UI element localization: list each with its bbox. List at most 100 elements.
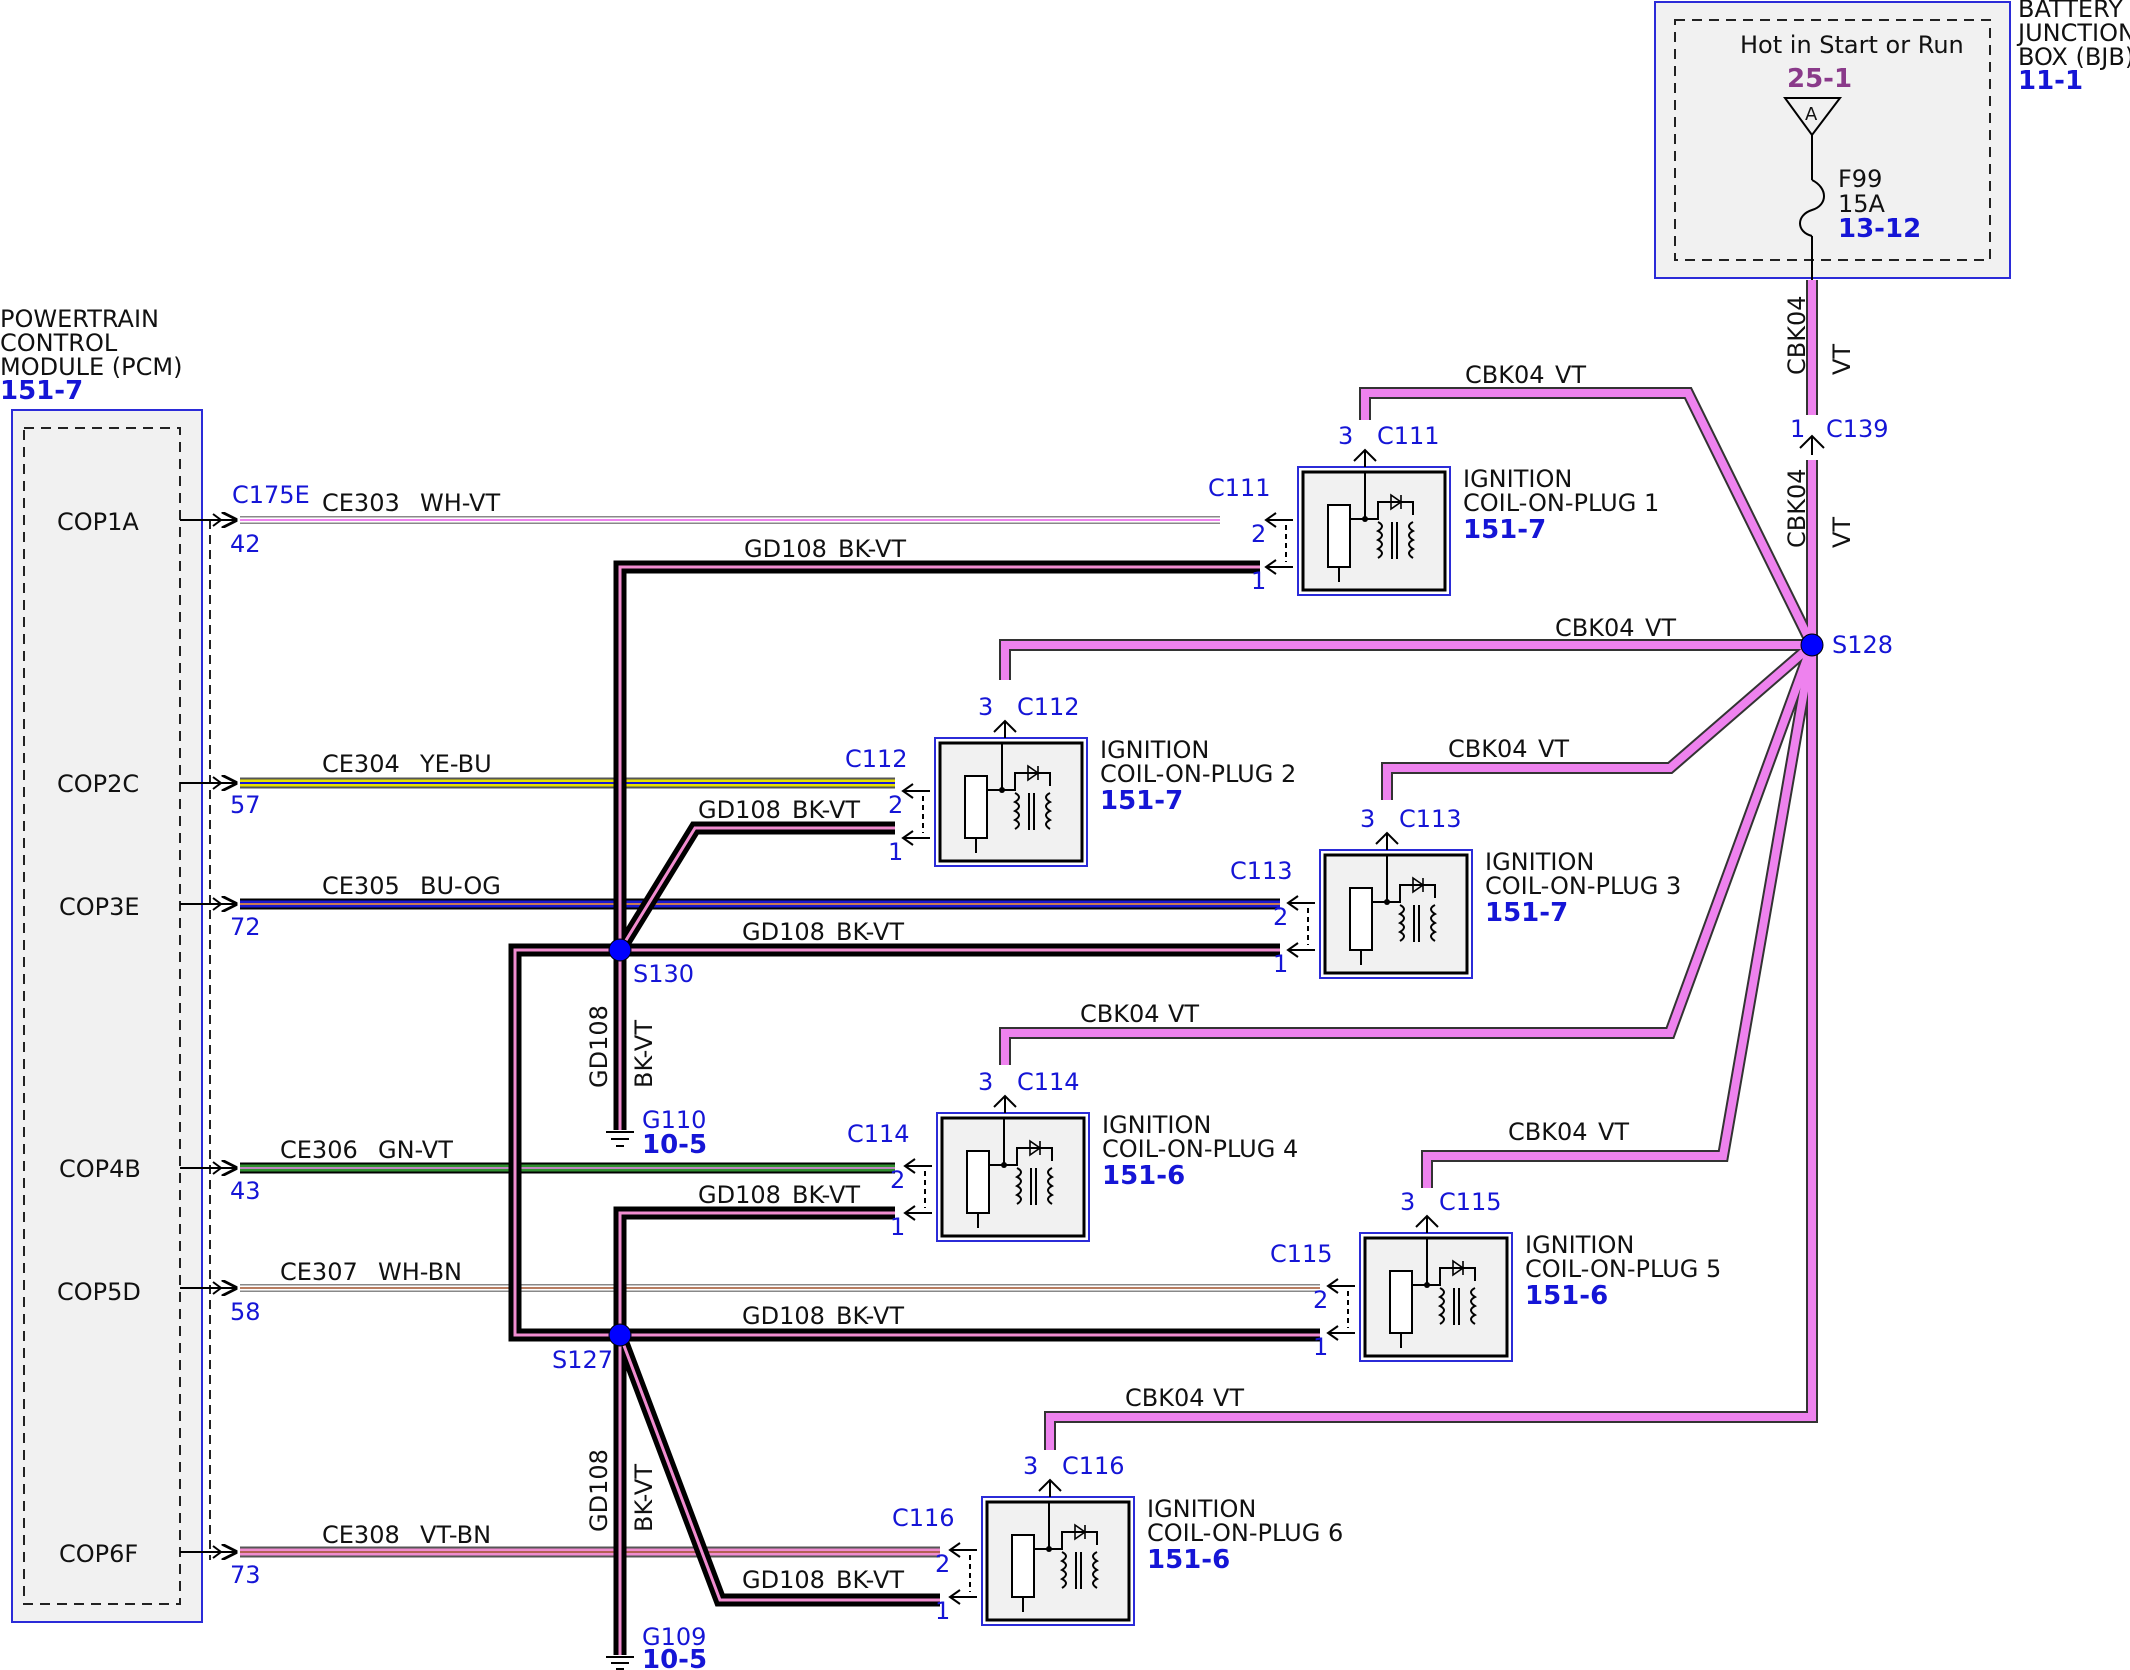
coil-pin-2: 2 xyxy=(935,1550,950,1578)
coil-pin-2: 2 xyxy=(1273,903,1288,931)
ce303-pin: 42 xyxy=(230,530,261,558)
bkvt-label-4: BK-VT xyxy=(792,1181,860,1209)
g110-ref: 10-5 xyxy=(642,1130,707,1160)
coil-connector-top: C112 xyxy=(1017,693,1080,721)
ce304-label: CE304 xyxy=(322,750,400,778)
bjb-hot-text: Hot in Start or Run xyxy=(1740,31,1964,59)
pcm-pin-cop4b: COP4B xyxy=(59,1155,141,1183)
coil-diode-icon xyxy=(1074,1523,1087,1541)
cbk04-vertical-label-2: CBK04 xyxy=(1783,469,1811,549)
ground-g109-icon xyxy=(606,1656,634,1670)
coil-label-line2: COIL-ON-PLUG 3 xyxy=(1485,872,1681,900)
pcm-pin-arrows xyxy=(180,514,236,1558)
coil-pin-2: 2 xyxy=(1313,1286,1328,1314)
ce306-label: CE306 xyxy=(280,1136,358,1164)
coil-label-line1: IGNITION xyxy=(1525,1231,1634,1259)
cbk04-label-c2: CBK04 xyxy=(1555,614,1635,642)
splice-s128 xyxy=(1800,633,1824,657)
bkvt-label-6: BK-VT xyxy=(836,1566,904,1594)
coil-primary-icon xyxy=(1012,792,1020,830)
ce306-color: GN-VT xyxy=(378,1136,453,1164)
fuse-rating: 15A xyxy=(1838,190,1886,218)
gd108-label-3: GD108 xyxy=(742,918,825,946)
gd108-label-1: GD108 xyxy=(744,535,827,563)
coil-secondary-icon xyxy=(1047,1167,1055,1205)
ce308-color: VT-BN xyxy=(420,1521,491,1549)
pcm-title-2: CONTROL xyxy=(0,329,118,357)
coil-primary-icon xyxy=(1437,1287,1445,1325)
coil-connector-side: C111 xyxy=(1208,474,1271,502)
bkvt-vertical-1: BK-VT xyxy=(630,1020,658,1088)
coil-label-line2: COIL-ON-PLUG 5 xyxy=(1525,1255,1721,1283)
coil-secondary-icon xyxy=(1045,792,1053,830)
coil-primary-icon xyxy=(1397,904,1405,942)
coil-label-line1: IGNITION xyxy=(1102,1111,1211,1139)
coil-connector-top: C113 xyxy=(1399,805,1462,833)
gd108-label-4: GD108 xyxy=(698,1181,781,1209)
bkvt-label-1: BK-VT xyxy=(838,535,906,563)
pcm-title-1: POWERTRAIN xyxy=(0,305,159,333)
pcm-pin-cop3e: COP3E xyxy=(59,893,140,921)
coil-ref: 151-7 xyxy=(1463,515,1546,545)
coil-pin-1: 1 xyxy=(888,838,903,866)
coil-pin-3: 3 xyxy=(1400,1188,1415,1216)
coil-primary-icon xyxy=(1059,1551,1067,1589)
pcm-ref: 151-7 xyxy=(0,376,83,406)
coil-diode-icon xyxy=(1027,764,1040,782)
s130-label: S130 xyxy=(633,960,694,988)
vt-label-c4: VT xyxy=(1168,1000,1199,1028)
ce308-pin: 73 xyxy=(230,1561,261,1589)
g109-label: G109 xyxy=(642,1623,706,1651)
coil-pin-1: 1 xyxy=(1251,567,1266,595)
ce303-label: CE303 xyxy=(322,489,400,517)
gd108-vertical-2: GD108 xyxy=(585,1449,613,1532)
ce303-color: WH-VT xyxy=(420,489,500,517)
vt-label-c6: VT xyxy=(1213,1384,1244,1412)
coil-secondary-icon xyxy=(1408,521,1416,559)
coil-diode-icon xyxy=(1029,1139,1042,1157)
fuse-name: F99 xyxy=(1838,165,1882,193)
coil-ref: 151-6 xyxy=(1525,1281,1608,1311)
splice-s130 xyxy=(608,938,632,962)
s127-label: S127 xyxy=(552,1346,613,1374)
coil-connector-side: C112 xyxy=(845,745,908,773)
coil-resistor-icon xyxy=(1349,887,1373,951)
ce304-color: YE-BU xyxy=(419,750,492,778)
coil-connector-side: C115 xyxy=(1270,1240,1333,1268)
coil-pin-1: 1 xyxy=(935,1597,950,1625)
pcm-title-3: MODULE (PCM) xyxy=(0,353,182,381)
gd108-vertical-1: GD108 xyxy=(585,1005,613,1088)
coil-pin-3: 3 xyxy=(978,693,993,721)
coil-pin-3: 3 xyxy=(1338,422,1353,450)
ce305-color: BU-OG xyxy=(420,872,501,900)
coil-diode-icon xyxy=(1412,876,1425,894)
coil-pin-1: 1 xyxy=(1313,1333,1328,1361)
coil-label-line2: COIL-ON-PLUG 4 xyxy=(1102,1135,1298,1163)
coil-secondary-icon xyxy=(1430,904,1438,942)
ce306-pin: 43 xyxy=(230,1177,261,1205)
coil-pin-3: 3 xyxy=(1023,1452,1038,1480)
ce307-color: WH-BN xyxy=(378,1258,462,1286)
coil-pin-2: 2 xyxy=(890,1166,905,1194)
coil-diode-icon xyxy=(1390,493,1403,511)
c139-connector: 1 C139 xyxy=(1790,415,1889,455)
pcm-pin-cop2c: COP2C xyxy=(57,770,139,798)
vt-label-c2: VT xyxy=(1645,614,1676,642)
coil-resistor-icon xyxy=(1389,1270,1413,1334)
coil-primary-icon xyxy=(1014,1167,1022,1205)
cbk04-label-c6: CBK04 xyxy=(1125,1384,1205,1412)
coil-label-line2: COIL-ON-PLUG 1 xyxy=(1463,489,1659,517)
ce307-label: CE307 xyxy=(280,1258,358,1286)
coil-primary-icon xyxy=(1375,521,1383,559)
coil-pin-1: 1 xyxy=(1273,950,1288,978)
bjb-hot-ref: 25-1 xyxy=(1787,64,1852,94)
pcm-connector-label: C175E xyxy=(232,481,310,509)
bjb-ref: 11-1 xyxy=(2018,66,2083,96)
coil-diode-icon xyxy=(1452,1259,1465,1277)
